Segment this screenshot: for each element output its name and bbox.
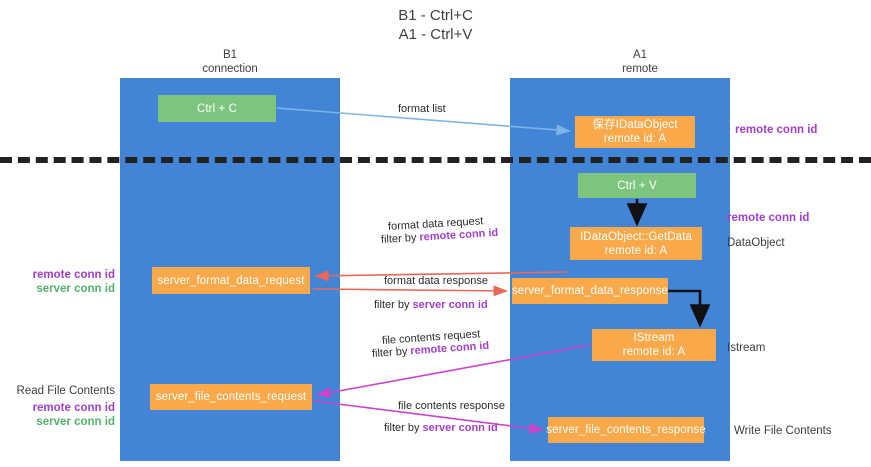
annotation-istream: Istream bbox=[727, 342, 766, 354]
arrow-format-data-response bbox=[312, 285, 508, 297]
edge-label-format-data-response: format data response bbox=[384, 275, 488, 287]
filter-key-remote-conn-id: remote conn id bbox=[410, 339, 490, 358]
node-idataobject-getdata[interactable]: IDataObject::GetData remote id: A bbox=[570, 227, 702, 260]
annotation-read-file-contents: Read File Contents bbox=[16, 385, 115, 397]
node-istream[interactable]: IStream remote id: A bbox=[592, 329, 716, 361]
annotation-left-conn-ids-mid: remote conn id server conn id bbox=[0, 268, 115, 296]
column-header-a1: A1 remote bbox=[622, 49, 658, 75]
node-ctrl-c[interactable]: Ctrl + C bbox=[158, 95, 276, 122]
annotation-dataobject: DataObject bbox=[727, 237, 785, 249]
node-server-format-data-request[interactable]: server_format_data_request bbox=[152, 267, 310, 294]
node-server-format-data-response[interactable]: server_format_data_response bbox=[512, 278, 668, 304]
annotation-server-conn-id-left-mid: server conn id bbox=[36, 283, 115, 295]
annotation-server-conn-id-left-bottom: server conn id bbox=[36, 416, 115, 428]
annotation-remote-conn-id-left-mid: remote conn id bbox=[32, 269, 115, 281]
filter-prefix: filter by bbox=[374, 299, 413, 311]
node-save-idataobject[interactable]: 保存IDataObject remote id: A bbox=[575, 116, 695, 148]
filter-key-server-conn-id: server conn id bbox=[422, 422, 498, 434]
node-ctrl-v[interactable]: Ctrl + V bbox=[578, 173, 696, 198]
filter-key-server-conn-id: server conn id bbox=[412, 299, 488, 311]
edge-label-file-contents-response-filter: filter by server conn id bbox=[384, 421, 498, 435]
column-header-b1: B1 connection bbox=[202, 49, 258, 75]
page-title: B1 - Ctrl+C A1 - Ctrl+V bbox=[398, 7, 473, 43]
node-server-file-contents-request[interactable]: server_file_contents_request bbox=[150, 384, 312, 410]
annotation-remote-conn-id-mid: remote conn id bbox=[727, 212, 810, 224]
edge-label-format-list: format list bbox=[398, 103, 446, 115]
filter-key-remote-conn-id: remote conn id bbox=[419, 226, 499, 244]
edge-label-file-contents-response: file contents response bbox=[398, 400, 506, 412]
annotation-write-file-contents: Write File Contents bbox=[734, 425, 832, 437]
annotation-remote-conn-id-left-bottom: remote conn id bbox=[32, 402, 115, 414]
filter-prefix: filter by bbox=[384, 422, 423, 434]
node-server-file-contents-response[interactable]: server_file_contents_response bbox=[546, 417, 706, 443]
section-divider bbox=[0, 157, 871, 163]
filter-prefix: filter by bbox=[380, 231, 420, 246]
annotation-remote-conn-id-top: remote conn id bbox=[735, 124, 818, 136]
annotation-left-conn-ids-bottom: remote conn id server conn id bbox=[0, 401, 115, 429]
edge-label-format-data-response-filter: filter by server conn id bbox=[374, 298, 488, 312]
filter-prefix: filter by bbox=[371, 345, 411, 360]
